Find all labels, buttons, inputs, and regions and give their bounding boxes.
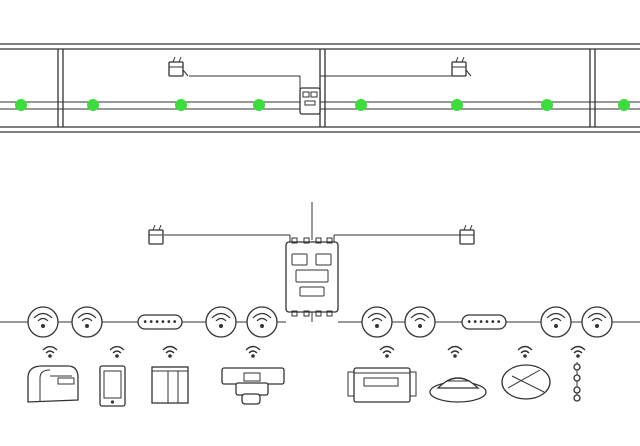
bus-segment-icon: ••••••: [461, 314, 507, 330]
led-node-icon: [541, 99, 553, 111]
wifi-signal-icon: [109, 345, 125, 358]
wireless-reader-icon: [205, 306, 237, 338]
wifi-signal-icon: [162, 345, 178, 358]
wireless-readers: [27, 306, 613, 338]
led-node-icon: [253, 99, 265, 111]
wifi-signal-icon: [379, 345, 395, 358]
led-node-icon: [451, 99, 463, 111]
sensor-tag-icon: [168, 56, 189, 77]
smoke-detector-icon: [429, 377, 487, 403]
wifi-signal-icon: [245, 345, 261, 358]
led-node-icon: [618, 99, 630, 111]
wifi-signal-icon: [42, 345, 58, 358]
sensor-tag-icon: [459, 224, 475, 245]
bus-segment-icon: ••••••: [137, 314, 183, 330]
led-node-icon: [87, 99, 99, 111]
wireless-reader-icon: [71, 306, 103, 338]
gateway-icon: [285, 237, 339, 317]
sensor-tag-icon: [451, 56, 472, 77]
wifi-signals: [42, 345, 586, 358]
wireless-reader-icon: [540, 306, 572, 338]
sensor-tag-icon: [148, 224, 164, 245]
valve-icon: [221, 367, 285, 405]
wireless-reader-icon: [27, 306, 59, 338]
gateway-icon-top: [189, 75, 452, 115]
string-sensor-icon: [573, 362, 581, 402]
led-node-icon: [355, 99, 367, 111]
svg-text:••••••: ••••••: [466, 317, 501, 328]
mailbox-icon: [27, 365, 79, 403]
tablet-icon: [99, 365, 126, 407]
cabinet-icon: [151, 366, 189, 404]
meter-box-icon: [347, 367, 417, 403]
wireless-reader-icon: [361, 306, 393, 338]
rail-nodes: [15, 99, 630, 111]
wireless-reader-icon: [404, 306, 436, 338]
wifi-signal-icon: [517, 345, 533, 358]
oval-tag-icon: [501, 364, 551, 400]
wireless-reader-icon: [246, 306, 278, 338]
wifi-signal-icon: [447, 345, 463, 358]
wifi-signal-icon: [570, 345, 586, 358]
led-node-icon: [15, 99, 27, 111]
wireless-reader-icon: [581, 306, 613, 338]
led-node-icon: [175, 99, 187, 111]
svg-text:••••••: ••••••: [142, 317, 177, 328]
